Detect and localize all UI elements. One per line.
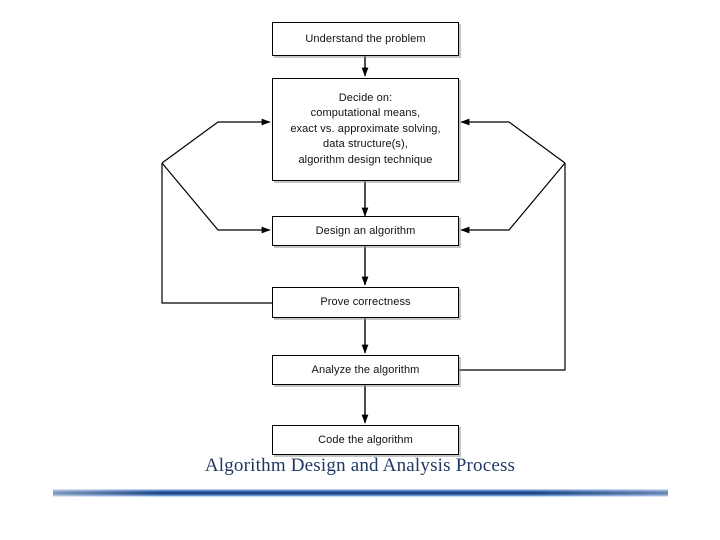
node-decide-on[interactable]: Decide on: computational means, exact vs… [272,78,459,181]
node-label: Code the algorithm [318,433,413,446]
node-prove-correctness[interactable]: Prove correctness [272,287,459,318]
footer-divider-sheen [53,489,668,497]
node-code-the-algorithm[interactable]: Code the algorithm [272,425,459,455]
edge-prove-feedback-to-decide [161,118,271,164]
node-design-an-algorithm[interactable]: Design an algorithm [272,216,459,246]
edge-analyze-feedback-trunk [459,163,566,371]
edge-analyze-feedback-to-decide [460,118,566,164]
edge-prove-feedback-to-design [161,162,271,234]
node-label: Decide on: computational means, exact vs… [290,91,441,166]
diagram-caption: Algorithm Design and Analysis Process [204,455,516,476]
edge-analyze-feedback-to-design [460,162,566,234]
footer-divider-bar [53,489,668,497]
node-understand-the-problem[interactable]: Understand the problem [272,22,459,56]
node-label: Prove correctness [320,296,411,309]
node-label: Analyze the algorithm [311,363,420,376]
edge-prove-feedback-trunk [161,163,272,304]
node-label: Design an algorithm [315,224,416,237]
node-label: Understand the problem [305,32,426,45]
node-analyze-the-algorithm[interactable]: Analyze the algorithm [272,355,459,385]
